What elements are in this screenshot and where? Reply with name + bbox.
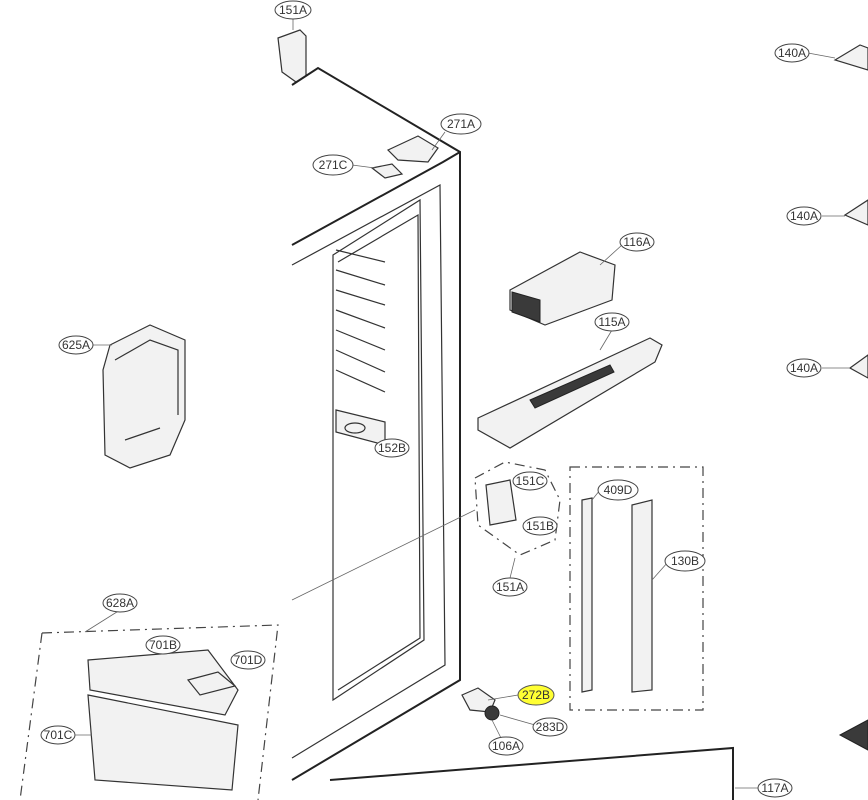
door-frame: [291, 66, 476, 781]
callout-271C[interactable]: 271C: [312, 154, 354, 176]
door-shelf-rails: [335, 249, 386, 446]
cover-part-625A: [90, 324, 186, 469]
callout-140A[interactable]: 140A: [786, 206, 822, 226]
callout-409D[interactable]: 409D: [597, 479, 639, 501]
bin-assembly-117A: [329, 746, 734, 800]
svg-text:152B: 152B: [378, 441, 406, 455]
callout-152B[interactable]: 152B: [374, 438, 410, 458]
callout-130B[interactable]: 130B: [664, 550, 706, 572]
shelf-part-140A: [843, 199, 868, 226]
callout-271A[interactable]: 271A: [440, 113, 482, 135]
bin-assembly-628A: [19, 609, 279, 800]
svg-text:115A: 115A: [598, 315, 625, 329]
svg-text:409D: 409D: [604, 483, 633, 497]
hinge-pin-part: [370, 163, 404, 179]
callout-701D[interactable]: 701D: [230, 650, 266, 670]
shelf-part-140A: [848, 354, 868, 379]
callout-116A[interactable]: 116A: [619, 232, 655, 252]
callout-106A[interactable]: 106A: [488, 736, 524, 756]
callout-140A[interactable]: 140A: [774, 43, 810, 63]
svg-text:628A: 628A: [106, 596, 134, 610]
svg-text:701D: 701D: [234, 653, 263, 667]
svg-text:130B: 130B: [671, 554, 699, 568]
shelf-part-corner: [838, 719, 868, 751]
callout-283D[interactable]: 283D: [532, 717, 568, 737]
upper-hinge-part: [386, 135, 439, 163]
svg-text:140A: 140A: [790, 209, 818, 223]
svg-text:271A: 271A: [447, 117, 475, 131]
module-part-116A: [509, 244, 623, 326]
callout-272B-highlighted[interactable]: 272B: [517, 684, 555, 706]
svg-text:116A: 116A: [623, 235, 650, 249]
svg-text:140A: 140A: [790, 361, 818, 375]
svg-text:283D: 283D: [536, 720, 565, 734]
callout-701C[interactable]: 701C: [40, 725, 76, 745]
callout-140A[interactable]: 140A: [786, 358, 822, 378]
svg-text:701C: 701C: [44, 728, 73, 742]
callout-151A[interactable]: 151A: [492, 577, 528, 597]
svg-text:106A: 106A: [492, 739, 520, 753]
svg-text:151A: 151A: [496, 580, 524, 594]
svg-text:271C: 271C: [319, 158, 348, 172]
callout-628A[interactable]: 628A: [102, 593, 138, 613]
callout-115A[interactable]: 115A: [594, 312, 630, 332]
strip-assembly-box: [569, 466, 704, 711]
shelf-part-140A: [833, 44, 868, 71]
svg-text:625A: 625A: [62, 338, 90, 352]
lower-hinge-part-272B: [461, 687, 536, 741]
svg-text:151C: 151C: [516, 474, 545, 488]
callout-top[interactable]: 151A: [274, 0, 312, 20]
callout-151C[interactable]: 151C: [512, 471, 548, 491]
callout-701B[interactable]: 701B: [145, 635, 181, 655]
svg-text:701B: 701B: [149, 638, 177, 652]
svg-text:117A: 117A: [761, 781, 788, 795]
svg-text:151B: 151B: [526, 519, 554, 533]
svg-text:151A: 151A: [279, 3, 307, 17]
hinge-cap-part: [277, 19, 307, 83]
filter-assembly-151A: [474, 461, 561, 579]
svg-text:140A: 140A: [778, 46, 806, 60]
dispenser-part-115A: [477, 329, 663, 449]
svg-text:272B: 272B: [522, 688, 550, 702]
callout-625A[interactable]: 625A: [58, 335, 94, 355]
callout-117A[interactable]: 117A: [757, 778, 793, 798]
callout-151B[interactable]: 151B: [522, 516, 558, 536]
